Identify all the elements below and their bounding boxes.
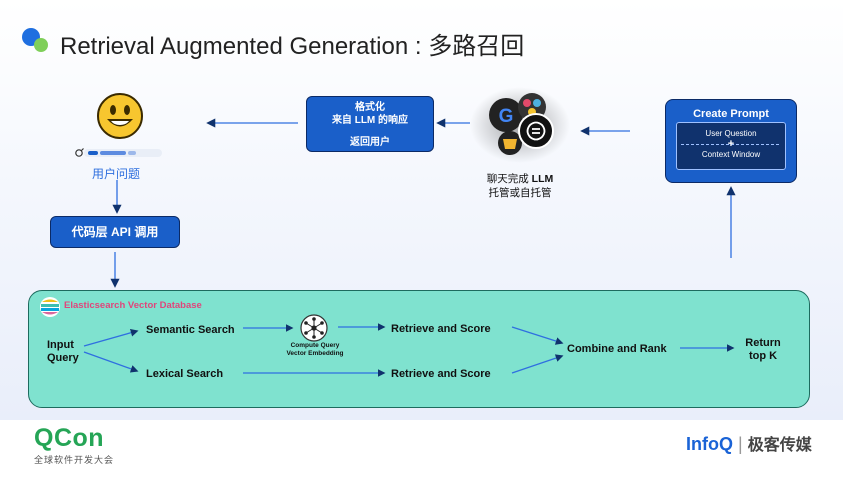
- create-prompt-box: Create Prompt User Question + Context Wi…: [665, 99, 797, 183]
- return-line1: Return: [745, 337, 781, 349]
- smiley-face-icon: [97, 93, 143, 139]
- question-input-icon: [75, 148, 162, 157]
- svg-text:G: G: [499, 106, 514, 127]
- combine-rank-node: Combine and Rank: [567, 343, 667, 355]
- create-prompt-title: Create Prompt: [693, 108, 769, 120]
- elasticsearch-label: Elasticsearch Vector Database: [64, 300, 202, 311]
- slide-footer: [0, 420, 843, 483]
- prompt-divider: [681, 144, 779, 145]
- prompt-user-question: User Question: [705, 129, 757, 138]
- llm-providers-icon: G: [470, 87, 570, 163]
- prompt-context-panel: User Question + Context Window: [676, 122, 786, 170]
- llm-caption-prefix: 聊天完成: [486, 173, 532, 185]
- infoq-separator: |: [733, 434, 748, 454]
- format-line-3: 返回用户: [350, 137, 390, 148]
- retrieve-score-semantic-node: Retrieve and Score: [391, 323, 491, 335]
- prompt-context-window: Context Window: [701, 150, 761, 159]
- embedding-label: Compute Query Vector Embedding: [272, 342, 358, 358]
- format-line-1: 格式化: [355, 102, 385, 113]
- elasticsearch-logo-icon: [40, 297, 60, 317]
- return-topk-node: Return top K: [740, 337, 786, 363]
- retrieve-score-lexical-node: Retrieve and Score: [391, 368, 491, 380]
- infoq-wordmark: InfoQ: [686, 434, 733, 454]
- elasticsearch-db-box: [28, 290, 810, 408]
- lexical-search-node: Lexical Search: [146, 368, 224, 380]
- api-call-box: 代码层 API 调用: [50, 216, 180, 248]
- semantic-search-node: Semantic Search: [146, 324, 235, 336]
- qcon-subtitle: 全球软件开发大会: [34, 455, 115, 465]
- qcon-logo: QCon: [34, 424, 105, 452]
- format-response-box: 格式化 来自 LLM 的响应 返回用户: [306, 96, 434, 152]
- neural-network-icon: [300, 314, 328, 342]
- return-line2: top K: [748, 350, 778, 362]
- format-line-2: 来自 LLM 的响应: [331, 115, 409, 126]
- prompt-plus: +: [727, 138, 735, 150]
- api-call-label: 代码层 API 调用: [71, 225, 159, 239]
- title-bullet-accent-icon: [34, 38, 48, 52]
- llm-caption-bold: LLM: [531, 173, 554, 185]
- input-query-node: Input Query: [47, 339, 79, 364]
- llm-caption-line2: 托管或自托管: [488, 187, 552, 199]
- user-question-label: 用户问题: [91, 167, 140, 181]
- infoq-logo: InfoQ | 极客传媒: [686, 431, 812, 455]
- embedding-label-line2: Vector Embedding: [286, 350, 344, 357]
- embedding-label-line1: Compute Query: [290, 342, 340, 349]
- slide-title: Retrieval Augmented Generation : 多路召回: [60, 33, 525, 60]
- infoq-chinese-name: 极客传媒: [747, 437, 812, 454]
- llm-caption: 聊天完成 LLM 托管或自托管: [470, 172, 570, 200]
